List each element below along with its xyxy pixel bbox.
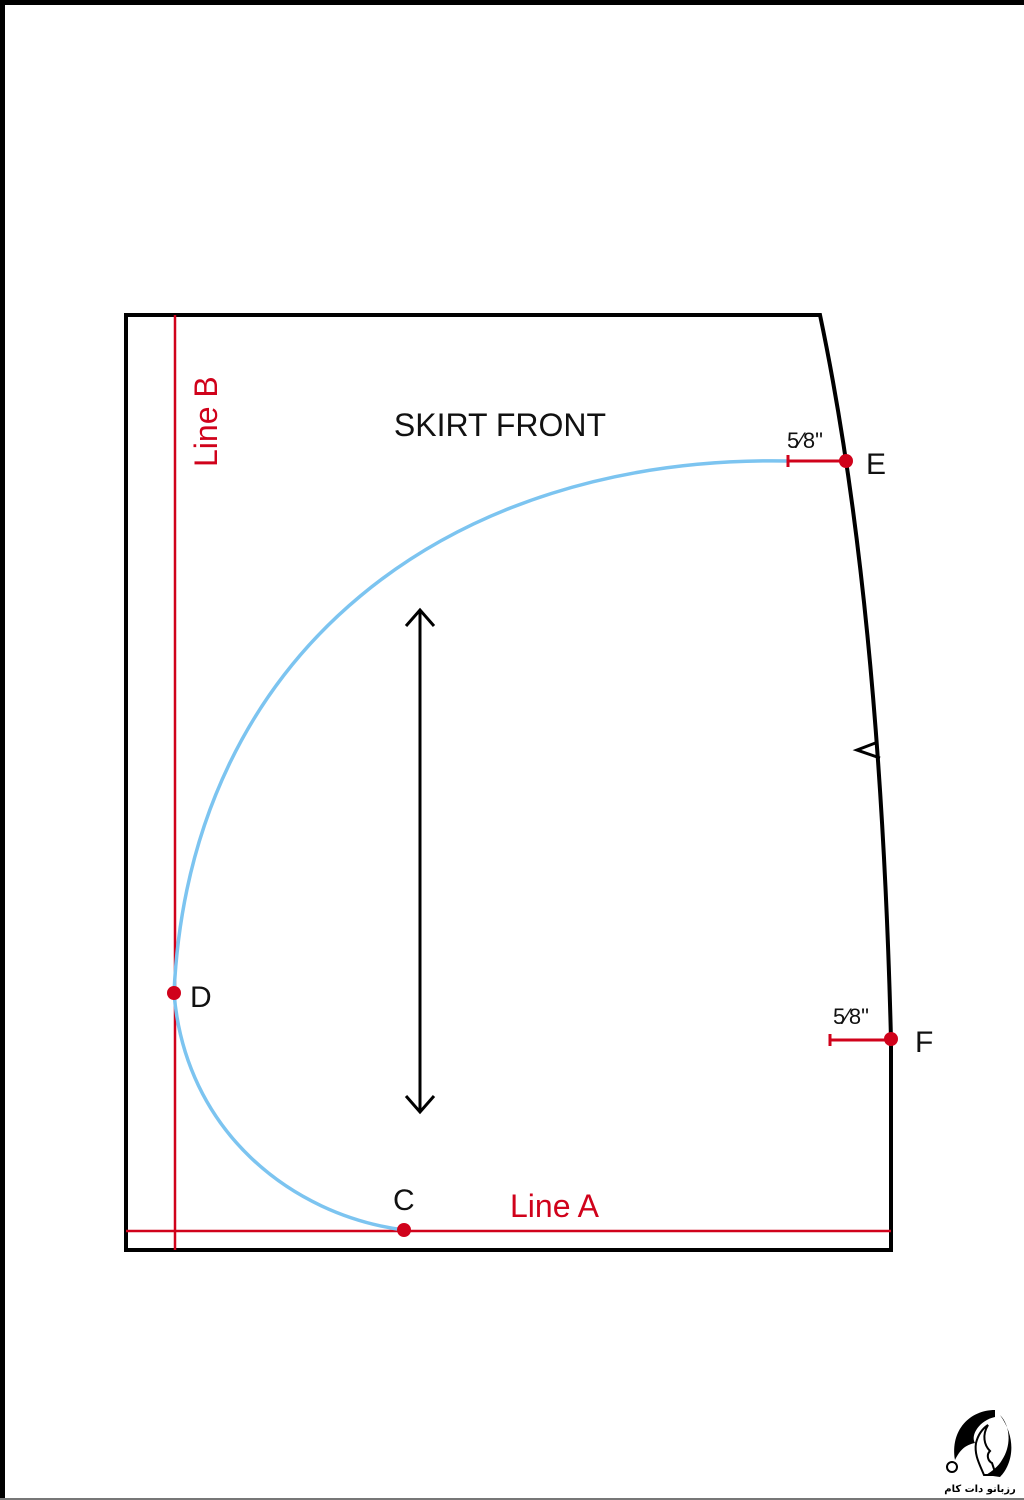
grainline-arrow-icon [404,607,436,1115]
point-d [167,986,181,1000]
seam-allowance-e [786,455,846,467]
line-b-label: Line B [188,376,224,467]
line-a-label: Line A [510,1188,600,1224]
pattern-outline [124,313,893,1252]
point-c [397,1223,411,1237]
seam-allowance-f-label: 5⁄8" [833,1004,869,1029]
point-c-label: C [393,1184,415,1217]
image-border-left [0,0,5,1500]
notch-icon [852,740,881,760]
point-f-label: F [915,1026,933,1059]
seam-allowance-e-label: 5⁄8" [787,428,823,453]
watermark-logo: رزبانو دات کام [940,1405,1020,1495]
image-border-bottom [0,1498,1024,1500]
woman-hair-icon [946,1410,1012,1477]
watermark-text: رزبانو دات کام [944,1484,1016,1495]
hip-curve [172,459,789,1232]
pattern-title: SKIRT FRONT [394,407,606,443]
point-f [884,1032,898,1046]
point-e [839,454,853,468]
point-d-label: D [190,981,212,1014]
point-e-label: E [866,448,886,481]
seam-allowance-f [828,1034,890,1046]
image-border-top [0,0,1024,5]
